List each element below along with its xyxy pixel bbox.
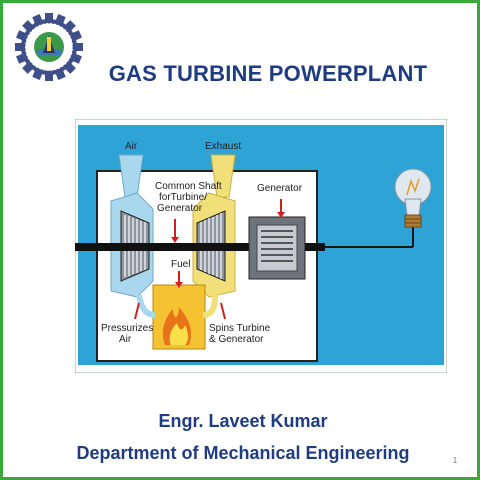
label-air: Air bbox=[125, 141, 138, 152]
label-shaft-1: Common Shaft bbox=[155, 181, 222, 192]
label-shaft-3: Generator bbox=[157, 203, 203, 214]
page-number: 1 bbox=[452, 456, 458, 465]
gas-turbine-diagram: Air Exhaust Common Shaft forTurbine/ Gen… bbox=[75, 119, 447, 373]
label-spins-2: & Generator bbox=[209, 334, 264, 345]
university-logo-icon bbox=[15, 13, 83, 81]
combustor-flame-icon bbox=[152, 284, 206, 350]
label-spins-1: Spins Turbine bbox=[209, 323, 271, 334]
exhaust-outlet bbox=[210, 154, 236, 198]
common-shaft bbox=[75, 243, 325, 251]
label-exhaust: Exhaust bbox=[205, 141, 241, 152]
label-shaft-2: forTurbine/ bbox=[159, 192, 207, 203]
generator-icon bbox=[248, 216, 306, 280]
label-generator: Generator bbox=[257, 183, 303, 194]
department-name: Department of Mechanical Engineering bbox=[76, 443, 410, 463]
slide-title: GAS TURBINE POWERPLANT bbox=[108, 61, 428, 86]
label-pressurizes-1: Pressurizes bbox=[101, 323, 153, 334]
label-fuel: Fuel bbox=[171, 259, 190, 270]
author-name: Engr. Laveet Kumar bbox=[158, 411, 328, 431]
label-pressurizes-2: Air bbox=[119, 334, 132, 345]
light-bulb-icon bbox=[394, 168, 432, 228]
